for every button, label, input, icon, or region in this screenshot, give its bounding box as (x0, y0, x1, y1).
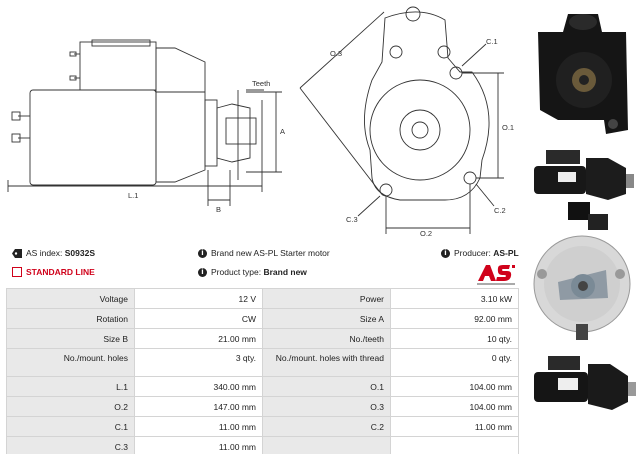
product-photo-side (528, 144, 638, 204)
spec-key: C.3 (6, 436, 135, 454)
spec-key: C.1 (6, 416, 135, 437)
label-o1: O.1 (502, 123, 514, 132)
spec-value: 340.00 mm (134, 376, 263, 397)
product-photo-side-2 (528, 352, 638, 414)
hole-c3 (379, 183, 393, 197)
drive-housing-outline (155, 47, 206, 183)
specs-table: Voltage 12 V Power 3.10 kW Rotation CW S… (6, 288, 519, 454)
spec-value: 11.00 mm (134, 436, 263, 454)
brand-note: i Brand new AS-PL Starter motor (198, 248, 330, 258)
table-row: Size B 21.00 mm No./teeth 10 qty. (6, 328, 519, 349)
spec-key: Size A (262, 308, 391, 329)
spec-value: 11.00 mm (134, 416, 263, 437)
spec-value: CW (134, 308, 263, 329)
pinion-outline (216, 103, 251, 163)
spec-value: 147.00 mm (134, 396, 263, 417)
hole-c2 (463, 171, 477, 185)
info-icon: i (198, 267, 207, 277)
product-photo-front (528, 2, 638, 140)
spec-key (262, 436, 391, 454)
label-c1: C.1 (486, 37, 498, 46)
spec-key: L.1 (6, 376, 135, 397)
spec-key: No./teeth (262, 328, 391, 349)
front-housing-circle (369, 79, 471, 181)
producer-label: Producer: (454, 248, 491, 258)
label-l1: L.1 (128, 191, 138, 200)
as-logo (477, 265, 515, 285)
table-row: C.3 11.00 mm (6, 436, 519, 454)
spec-value: 21.00 mm (134, 328, 263, 349)
spec-key: C.2 (262, 416, 391, 437)
spec-value: 0 qty. (390, 348, 519, 377)
label-teeth: Teeth (252, 79, 270, 88)
standard-line-label: STANDARD LINE (26, 267, 95, 277)
spec-key: Voltage (6, 288, 135, 309)
table-row: Voltage 12 V Power 3.10 kW (6, 288, 519, 309)
table-row: O.2 147.00 mm O.3 104.00 mm (6, 396, 519, 417)
checkbox-icon (12, 267, 22, 277)
spec-key: Rotation (6, 308, 135, 329)
producer-value: AS-PL (493, 248, 519, 258)
as-index: AS index: S0932S (12, 248, 95, 258)
spec-value: 12 V (134, 288, 263, 309)
product-type: i Product type: Brand new (198, 267, 307, 277)
hole-c1 (449, 66, 463, 80)
table-row: L.1 340.00 mm O.1 104.00 mm (6, 376, 519, 397)
spec-value (390, 436, 519, 454)
product-type-value: Brand new (263, 267, 307, 277)
table-row: Rotation CW Size A 92.00 mm (6, 308, 519, 329)
spec-value: 3.10 kW (390, 288, 519, 309)
spec-key: O.2 (6, 396, 135, 417)
spec-key: Power (262, 288, 391, 309)
table-row: No./mount. holes 3 qty. No./mount. holes… (6, 348, 519, 377)
label-c2: C.2 (494, 206, 506, 215)
product-type-label: Product type: (211, 267, 262, 277)
spec-key: Size B (6, 328, 135, 349)
as-index-value: S0932S (64, 248, 96, 258)
label-a: A (280, 127, 285, 136)
spec-key: No./mount. holes with thread (262, 348, 391, 377)
spec-key: O.1 (262, 376, 391, 397)
info-icon: i (441, 248, 450, 258)
spec-value: 92.00 mm (390, 308, 519, 329)
technical-drawing: Teeth A B L.1 O.1 O.2 O.3 C.1 C.2 C.3 (7, 6, 514, 238)
standard-line: STANDARD LINE (12, 267, 95, 277)
as-index-label: AS index: (26, 248, 63, 258)
product-photo-rear (528, 200, 638, 350)
info-icon: i (198, 248, 207, 258)
brand-text: Brand new AS-PL Starter motor (211, 248, 330, 258)
motor-body-outline (29, 89, 157, 186)
table-row: C.1 11.00 mm C.2 11.00 mm (6, 416, 519, 437)
spec-value: 104.00 mm (390, 396, 519, 417)
producer: i Producer: AS-PL (441, 248, 519, 258)
label-c3: C.3 (346, 215, 358, 224)
label-o3: O.3 (330, 49, 342, 58)
label-o2: O.2 (420, 229, 432, 238)
spec-value: 11.00 mm (390, 416, 519, 437)
label-b: B (216, 205, 221, 214)
tag-icon (12, 248, 22, 258)
spec-value: 10 qty. (390, 328, 519, 349)
spec-value: 104.00 mm (390, 376, 519, 397)
spec-key: No./mount. holes (6, 348, 135, 377)
solenoid-outline (79, 41, 157, 91)
spec-key: O.3 (262, 396, 391, 417)
spec-value: 3 qty. (134, 348, 263, 377)
